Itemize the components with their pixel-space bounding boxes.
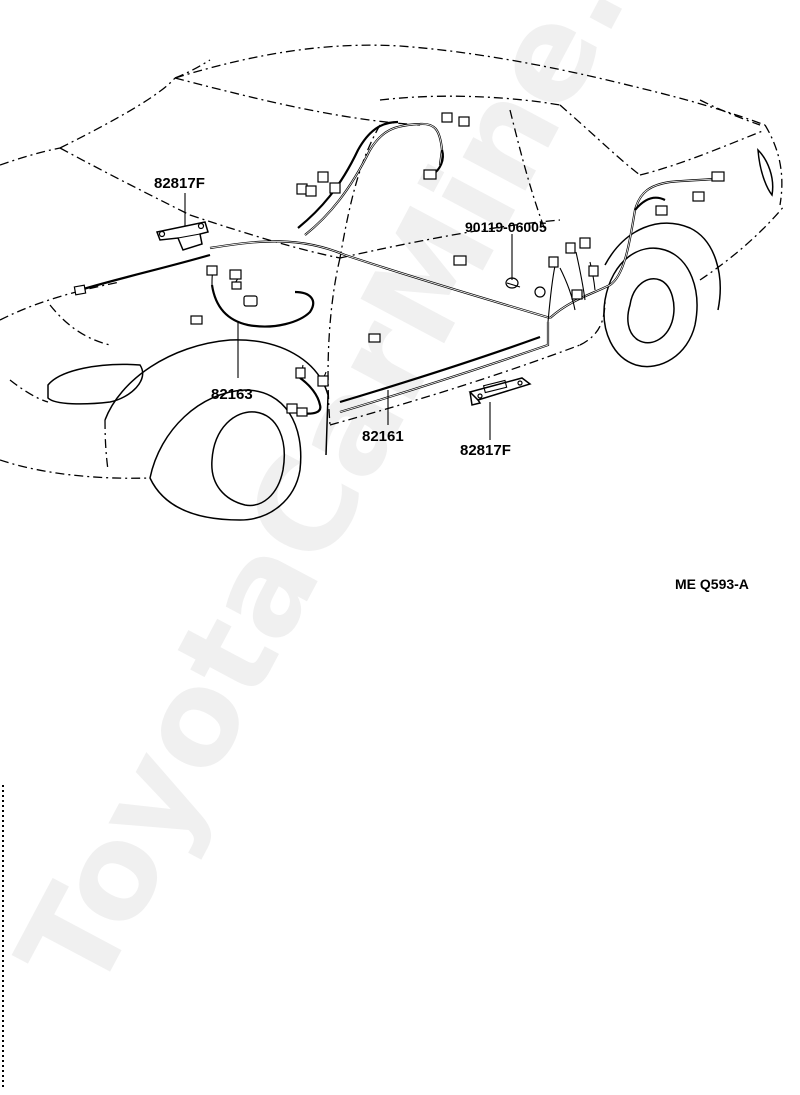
harness-connectors (73, 112, 725, 417)
leader-lines (184, 193, 513, 440)
label-82817f-lower: 82817F (460, 442, 511, 459)
bracket-lower-part (468, 377, 532, 406)
harness-floor-wire (79, 120, 723, 415)
label-82161: 82161 (362, 428, 404, 445)
watermark-text: ToyotaCarMine.ru (0, 0, 729, 1015)
label-82817f-upper: 82817F (154, 175, 205, 192)
label-82163: 82163 (211, 386, 253, 403)
label-90119-06005: 90119-06005 (465, 219, 547, 235)
car-body-outline (0, 44, 786, 521)
bracket-upper-part (155, 221, 209, 251)
figure-code: ME Q593-A (675, 576, 749, 592)
